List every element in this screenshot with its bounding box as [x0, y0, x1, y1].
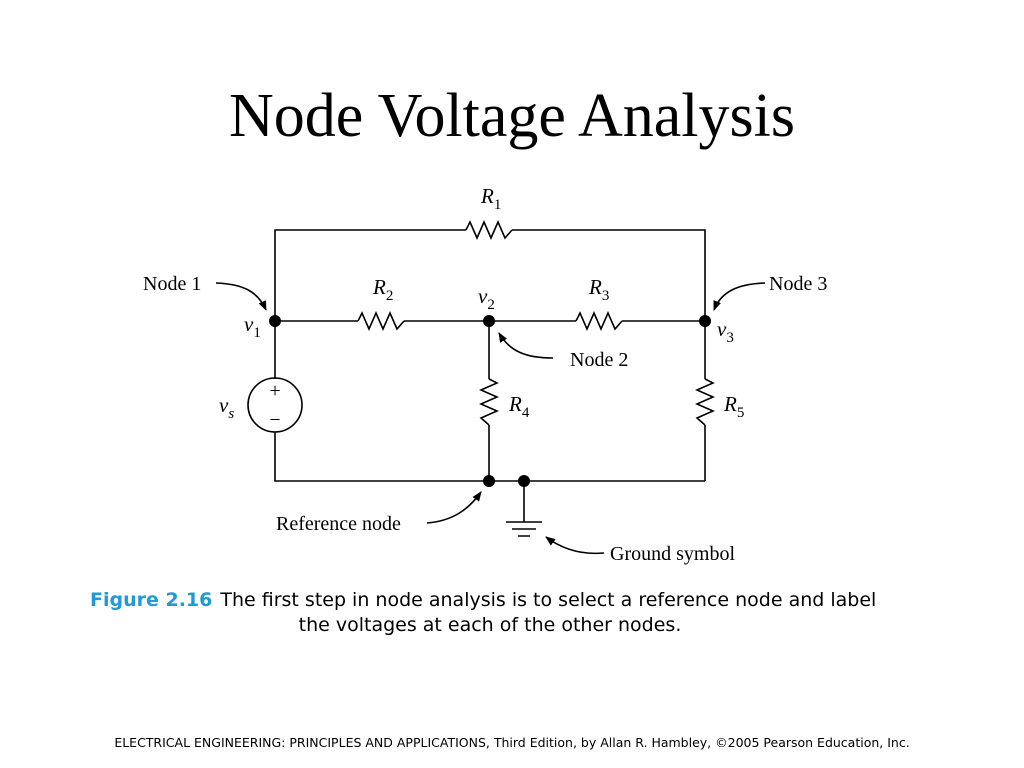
wire-top	[274, 229, 466, 320]
wire-source-bottom	[274, 432, 705, 482]
r1-resistor	[465, 220, 513, 240]
ground-symbol-arrow	[545, 536, 605, 555]
ground-node-dot	[518, 475, 530, 487]
r5-resistor	[695, 378, 715, 426]
node1-dot	[269, 315, 281, 327]
caption-text-line1: The first step in node analysis is to se…	[220, 589, 877, 611]
ground-symbol-callout: Ground symbol	[610, 543, 735, 565]
node3-dot	[699, 315, 711, 327]
node3-callout: Node 3	[769, 273, 827, 295]
node1-arrow	[215, 282, 267, 311]
node1-callout: Node 1	[143, 273, 201, 295]
slide-title: Node Voltage Analysis	[228, 82, 796, 150]
node3-arrow	[713, 282, 766, 311]
r5-label: R5	[723, 392, 744, 421]
figure-number: Figure 2.16	[90, 589, 213, 611]
ground-symbol	[506, 521, 542, 537]
reference-node-dot	[483, 475, 495, 487]
r4-resistor	[479, 378, 499, 426]
footer-copyright: ELECTRICAL ENGINEERING: PRINCIPLES AND A…	[114, 735, 910, 750]
node2-arrow	[498, 332, 554, 359]
vs-label: vs	[219, 393, 234, 422]
reference-node-arrow	[426, 491, 482, 524]
r4-label: R4	[508, 392, 530, 421]
r3-label: R3	[588, 275, 609, 304]
figure-caption: Figure 2.16 The first step in node analys…	[90, 588, 910, 638]
source-plus: +	[269, 380, 280, 402]
r1-label: R1	[480, 184, 501, 213]
r2-resistor	[357, 311, 405, 331]
caption-text-line2: the voltages at each of the other nodes.	[298, 614, 682, 636]
caption-line1: Figure 2.16 The first step in node analys…	[90, 589, 876, 611]
v2-label: v2	[478, 284, 495, 313]
v3-label: v3	[717, 317, 734, 346]
r3-resistor	[575, 311, 623, 331]
node2-dot	[483, 315, 495, 327]
source-minus: −	[269, 409, 280, 431]
wire-top-right	[512, 229, 706, 320]
r2-label: R2	[372, 275, 393, 304]
v1-label: v1	[244, 312, 261, 341]
reference-node-callout: Reference node	[276, 513, 401, 535]
node2-callout: Node 2	[570, 349, 628, 371]
